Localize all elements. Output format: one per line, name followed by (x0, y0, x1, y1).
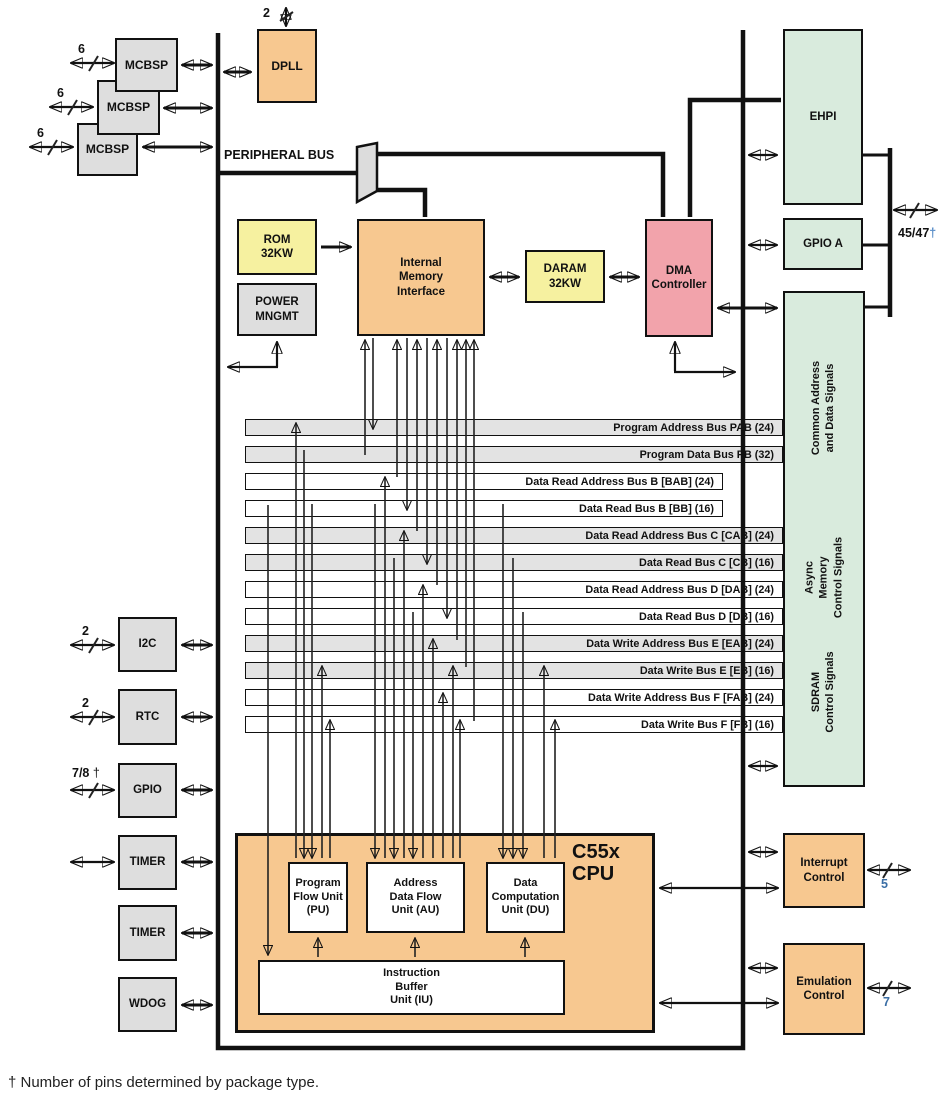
block-label: TIMER (129, 856, 166, 869)
bus-label: Data Write Bus F [FB] (16) (641, 718, 774, 731)
block-program-flow-unit: Program Flow Unit (PU) (288, 862, 348, 933)
dagger-icon: † (8, 1074, 17, 1091)
bus-row-dab: Data Read Address Bus D [DAB] (24) (245, 581, 783, 598)
block-label: Interrupt Control (800, 857, 848, 884)
block-label: I2C (138, 638, 157, 651)
pin-count-host: 45/47† (898, 226, 936, 240)
bus-label: Data Read Address Bus B [BAB] (24) (525, 475, 714, 488)
block-label: POWER MNGMT (255, 296, 299, 323)
block-interrupt-control: Interrupt Control (783, 833, 865, 908)
block-label: EHPI (809, 110, 837, 123)
block-data-computation-unit: Data Computation Unit (DU) (486, 862, 565, 933)
block-rtc: RTC (118, 689, 177, 745)
block-label: MCBSP (106, 100, 151, 114)
block-label: Emulation Control (796, 975, 852, 1002)
pin-value: 7/8 (72, 766, 90, 780)
block-daram: DARAM 32KW (525, 250, 605, 303)
block-label: Address Data Flow Unit (AU) (389, 876, 442, 917)
pin-count-interrupt: 5 (881, 877, 888, 891)
pin-count-dpll: 2 (263, 6, 270, 20)
bus-label: Program Address Bus PAB (24) (613, 421, 774, 434)
block-i2c: I2C (118, 617, 177, 672)
block-label: DPLL (271, 58, 303, 73)
block-wdog: WDOG (118, 977, 177, 1032)
block-gpio-a: GPIO A (783, 218, 863, 270)
bus-row-eb: Data Write Bus E [EB] (16) (245, 662, 783, 679)
block-dma-controller: DMA Controller (645, 219, 713, 337)
block-label: ROM 32KW (261, 233, 293, 260)
block-dpll: DPLL (257, 29, 317, 103)
bus-row-bb: Data Read Bus B [BB] (16) (245, 500, 723, 517)
block-label: Internal Memory Interface (397, 256, 445, 298)
block-label: Data Computation Unit (DU) (491, 876, 560, 917)
bus-label: Data Write Address Bus F [FAB] (24) (588, 691, 774, 704)
bus-label: Program Data Bus PB (32) (639, 448, 774, 461)
block-rom: ROM 32KW (237, 219, 317, 275)
pin-count-rtc: 2 (82, 696, 89, 710)
block-label: GPIO (133, 784, 162, 797)
bus-label: Data Read Address Bus D [DAB] (24) (585, 583, 774, 596)
block-mcbsp-1: MCBSP (115, 38, 178, 92)
bus-row-eab: Data Write Address Bus E [EAB] (24) (245, 635, 783, 652)
pin-count-mcbsp2: 6 (57, 86, 64, 100)
block-gpio: GPIO (118, 763, 177, 818)
block-label: WDOG (128, 998, 167, 1011)
bus-label: Data Read Address Bus C [CAB] (24) (585, 529, 774, 542)
block-ehpi: EHPI (783, 29, 863, 205)
block-label: Program Flow Unit (PU) (293, 876, 343, 917)
bus-row-db: Data Read Bus D [DB] (16) (245, 608, 783, 625)
block-label: MCBSP (85, 142, 130, 156)
cpu-title: C55x CPU (572, 841, 620, 885)
block-internal-memory-interface: Internal Memory Interface (357, 219, 485, 336)
block-label: DARAM 32KW (543, 263, 587, 290)
pin-count-mcbsp3: 6 (37, 126, 44, 140)
block-label: TIMER (129, 926, 166, 939)
bus-row-cb: Data Read Bus C [CB] (16) (245, 554, 783, 571)
peripheral-bus-label: PERIPHERAL BUS (224, 148, 335, 162)
footnote: † Number of pins determined by package t… (8, 1074, 319, 1091)
block-label: DMA Controller (651, 264, 707, 291)
pin-value: 45/47 (898, 226, 930, 240)
bus-row-fb: Data Write Bus F [FB] (16) (245, 716, 783, 733)
block-label: RTC (135, 710, 160, 723)
dagger-icon: † (92, 766, 100, 780)
bus-row-bab: Data Read Address Bus B [BAB] (24) (245, 473, 723, 490)
block-emulation-control: Emulation Control (783, 943, 865, 1035)
block-timer-1: TIMER (118, 835, 177, 890)
block-label: GPIO A (803, 237, 843, 250)
pin-count-mcbsp1: 6 (78, 42, 85, 56)
block-power-mngmt: POWER MNGMT (237, 283, 317, 336)
bus-label: Data Write Address Bus E [EAB] (24) (586, 637, 774, 650)
pin-count-i2c: 2 (82, 624, 89, 638)
pin-count-emulation: 7 (883, 995, 890, 1009)
bus-label: Data Write Bus E [EB] (16) (639, 664, 774, 677)
block-external-signals (783, 291, 865, 787)
block-label: Instruction Buffer Unit (IU) (383, 966, 440, 1007)
bus-label: Data Read Bus B [BB] (16) (579, 502, 714, 515)
pin-count-gpio: 7/8 † (72, 766, 100, 780)
bus-label: Data Read Bus C [CB] (16) (639, 556, 774, 569)
dagger-icon: † (929, 226, 937, 240)
block-mcbsp-2: MCBSP (97, 80, 160, 135)
footnote-text: Number of pins determined by package typ… (16, 1074, 320, 1091)
bus-label: Data Read Bus D [DB] (16) (639, 610, 774, 623)
bus-row-cab: Data Read Address Bus C [CAB] (24) (245, 527, 783, 544)
bus-row-pab: Program Address Bus PAB (24) (245, 419, 783, 436)
block-address-data-flow-unit: Address Data Flow Unit (AU) (366, 862, 465, 933)
bus-row-pb: Program Data Bus PB (32) (245, 446, 783, 463)
block-instruction-buffer-unit: Instruction Buffer Unit (IU) (258, 960, 565, 1015)
signals-label-sdram: SDRAM Control Signals (810, 651, 837, 733)
block-timer-2: TIMER (118, 905, 177, 961)
bus-row-fab: Data Write Address Bus F [FAB] (24) (245, 689, 783, 706)
block-label: MCBSP (124, 57, 169, 72)
